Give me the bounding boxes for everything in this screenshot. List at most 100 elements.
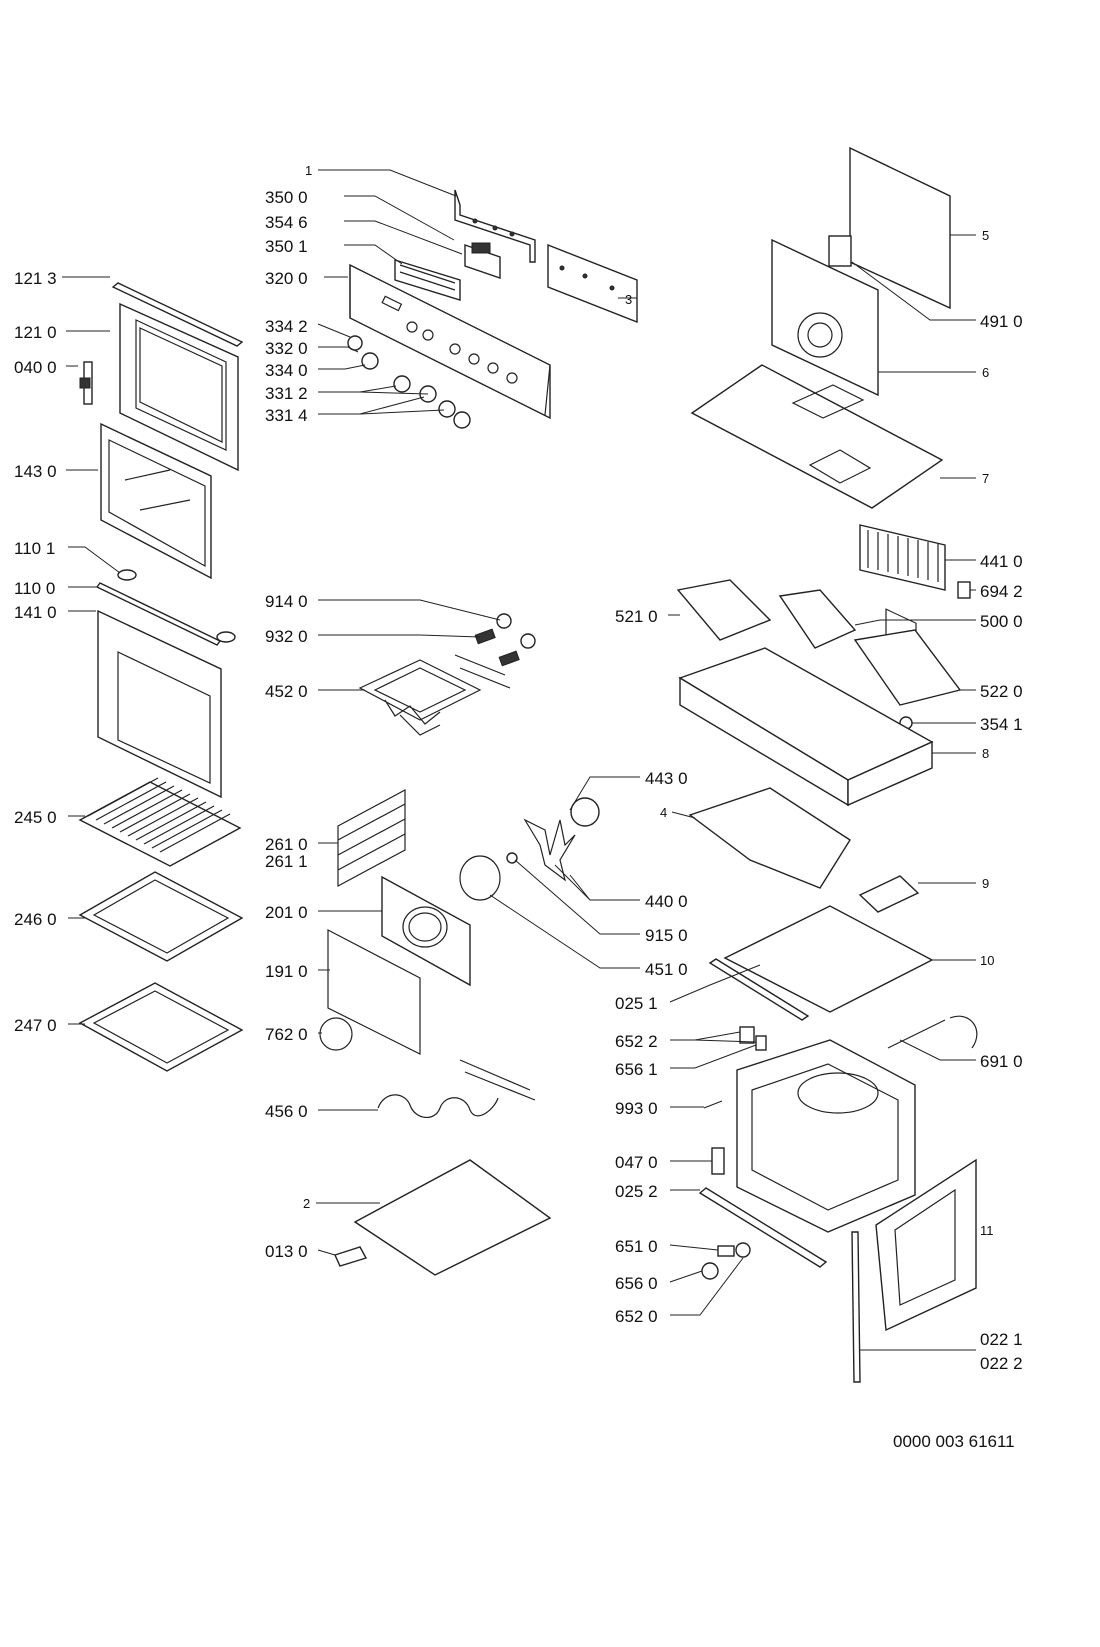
part-1210-door-frame <box>119 302 239 472</box>
part-9320-spring <box>474 628 496 645</box>
part-2-bottom-plate <box>353 1159 552 1276</box>
part-6561-lamp-glass <box>755 1035 767 1051</box>
label-3340: 334 0 <box>265 361 308 380</box>
label-1210: 121 0 <box>14 323 57 342</box>
part-0470-clip <box>711 1147 725 1175</box>
label-1101: 110 1 <box>14 539 55 558</box>
label-3501: 350 1 <box>265 237 308 256</box>
part-6-rear-wall <box>771 238 879 397</box>
part-3314-knob-b <box>453 411 471 429</box>
label-3314: 331 4 <box>265 406 308 425</box>
part-4430-fan-motor <box>570 797 600 827</box>
label-6520: 652 0 <box>615 1307 658 1326</box>
part-labels: 1 350 0 354 6 350 1 320 0 3 334 2 332 0 … <box>14 163 1023 1373</box>
label-0470: 047 0 <box>615 1153 658 1172</box>
part-9930-screw <box>703 1100 723 1109</box>
part-2610-side-rail <box>337 788 406 888</box>
part-3314-knob-a <box>438 400 456 418</box>
rear-panels-group <box>690 146 951 673</box>
part-2460-baking-tray <box>78 871 244 962</box>
part-1101-clip <box>117 569 137 581</box>
part-9140-nut <box>496 613 512 629</box>
label-6910: 691 0 <box>980 1052 1023 1071</box>
part-11-side-frame <box>875 1158 977 1332</box>
label-6560: 656 0 <box>615 1274 658 1293</box>
part-5210-relay-block <box>676 579 772 641</box>
label-3200: 320 0 <box>265 269 308 288</box>
document-number: 0000 003 61611 <box>893 1432 1015 1451</box>
label-1: 1 <box>305 163 312 178</box>
part-4410-tangential-fan <box>859 524 946 591</box>
label-9140: 914 0 <box>265 592 308 611</box>
label-1910: 191 0 <box>265 962 308 981</box>
part-3312-knob-a <box>393 375 411 393</box>
part-3501-module <box>394 259 461 301</box>
electronics-group <box>676 524 971 889</box>
label-1430: 143 0 <box>14 462 57 481</box>
label-4910: 491 0 <box>980 312 1023 331</box>
label-2610: 261 0 <box>265 835 308 854</box>
part-3340-knob <box>361 352 379 370</box>
part-4520-grill-element <box>358 659 482 736</box>
label-6942: 694 2 <box>980 582 1023 601</box>
part-6520-lamp-holder <box>735 1242 751 1258</box>
leader-lines <box>62 169 977 1351</box>
label-5: 5 <box>982 228 989 243</box>
part-1-bracket <box>454 189 536 263</box>
label-9930: 993 0 <box>615 1099 658 1118</box>
part-4-side-bracket <box>688 787 851 889</box>
part-5000-timer <box>778 589 857 649</box>
label-6522: 652 2 <box>615 1032 658 1051</box>
part-3-plate <box>547 243 638 324</box>
label-0130: 013 0 <box>265 1242 308 1261</box>
label-2611: 261 1 <box>265 852 308 871</box>
part-2010-back-panel <box>381 875 471 987</box>
label-0251: 025 1 <box>615 994 658 1013</box>
label-3546: 354 6 <box>265 213 308 232</box>
label-0252: 025 2 <box>615 1182 658 1201</box>
part-6522-lamp-holder <box>739 1026 755 1044</box>
part-0252-runner <box>698 1187 828 1268</box>
control-panel-group <box>347 189 638 429</box>
label-2450: 245 0 <box>14 808 57 827</box>
label-3320: 332 0 <box>265 339 308 358</box>
label-3: 3 <box>625 292 632 307</box>
label-2470: 247 0 <box>14 1016 57 1035</box>
part-4510-ring-element <box>459 855 501 901</box>
part-7620-lamp-cover <box>319 1017 353 1051</box>
part-10-base-plate <box>723 905 934 1013</box>
heating-group <box>319 613 600 1276</box>
part-cavity <box>736 1039 916 1233</box>
part-7-top-cover <box>690 364 944 509</box>
part-0251-runner <box>708 958 810 1021</box>
part-4910-component <box>828 235 852 267</box>
part-4400-fan-blade <box>523 818 576 882</box>
part-6560-lamp-glass <box>701 1262 719 1280</box>
label-2010: 201 0 <box>265 903 308 922</box>
label-6510: 651 0 <box>615 1237 658 1256</box>
label-3541: 354 1 <box>980 715 1023 734</box>
part-1410-outer-door <box>97 609 222 799</box>
accessories-group <box>78 777 244 1072</box>
part-1430-inner-glass <box>100 422 212 580</box>
part-6942-sensor <box>957 581 971 599</box>
part-1213-strip <box>111 282 244 347</box>
door-group <box>79 282 244 799</box>
part-9-cover <box>858 875 920 913</box>
label-0222: 022 2 <box>980 1354 1023 1373</box>
label-5000: 500 0 <box>980 612 1023 631</box>
label-4560: 456 0 <box>265 1102 308 1121</box>
label-4430: 443 0 <box>645 769 688 788</box>
label-4400: 440 0 <box>645 892 688 911</box>
label-4510: 451 0 <box>645 960 688 979</box>
label-9150: 915 0 <box>645 926 688 945</box>
label-7620: 762 0 <box>265 1025 308 1044</box>
label-10: 10 <box>980 953 994 968</box>
label-5220: 522 0 <box>980 682 1023 701</box>
part-9150-nut <box>506 852 518 864</box>
label-9320: 932 0 <box>265 627 308 646</box>
label-2460: 246 0 <box>14 910 57 929</box>
part-4560-bottom-element <box>377 1059 536 1118</box>
part-2470-deep-tray <box>78 982 244 1072</box>
